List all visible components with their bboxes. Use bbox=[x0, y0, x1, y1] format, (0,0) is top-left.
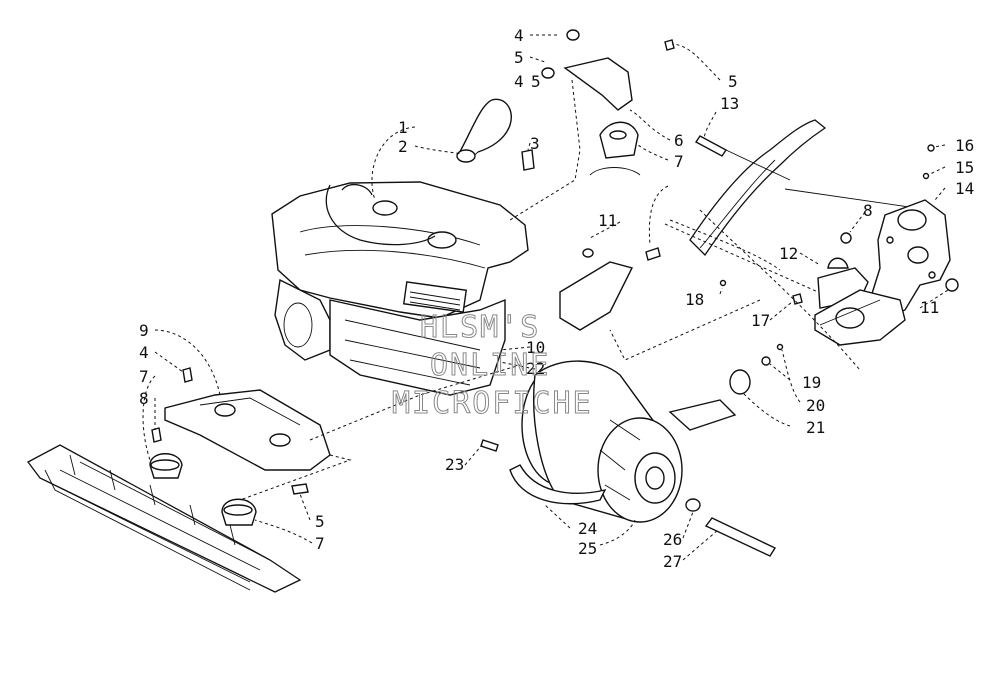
callout-label: 24 bbox=[578, 519, 597, 538]
engine-assembly bbox=[271, 181, 529, 396]
callout-label: 11 bbox=[598, 211, 617, 230]
frame-rail bbox=[27, 444, 302, 593]
nut-part bbox=[541, 67, 555, 79]
callout-label: 8 bbox=[863, 201, 873, 220]
callout-label: 7 bbox=[674, 152, 684, 171]
bolt-part bbox=[694, 135, 728, 157]
clip-part bbox=[521, 149, 535, 171]
rubber-mount bbox=[221, 498, 257, 526]
callout-label: 21 bbox=[806, 418, 825, 437]
callout-label: 5 bbox=[514, 48, 524, 67]
callout-label: 7 bbox=[139, 367, 149, 386]
bolt-part bbox=[151, 427, 162, 443]
watermark-line-1: HLSM'S bbox=[420, 310, 540, 345]
watermark-line-3: MICROFICHE bbox=[392, 386, 593, 421]
callout-label: 22 bbox=[526, 359, 545, 378]
callout-label: 18 bbox=[685, 290, 704, 309]
callout-label: 6 bbox=[674, 131, 684, 150]
bolt-part bbox=[291, 483, 309, 495]
callout-label: 27 bbox=[663, 552, 682, 571]
callout-label: 26 bbox=[663, 530, 682, 549]
callout-label: 4 bbox=[139, 343, 149, 362]
callout-label: 11 bbox=[920, 298, 939, 317]
callout-label: 10 bbox=[526, 338, 545, 357]
callout-label: 5 bbox=[315, 512, 325, 531]
leader-lines bbox=[142, 34, 949, 561]
callout-label: 8 bbox=[139, 389, 149, 408]
bolt-part bbox=[704, 517, 777, 557]
bolt-part bbox=[480, 439, 499, 452]
recoil-handle bbox=[456, 98, 512, 163]
nut-part bbox=[566, 29, 580, 41]
belt-guard-rail bbox=[689, 119, 827, 257]
callout-label: 2 bbox=[398, 137, 408, 156]
knob-part bbox=[729, 369, 751, 395]
bolt-part bbox=[664, 39, 675, 51]
callout-label: 23 bbox=[445, 455, 464, 474]
callout-label: 19 bbox=[802, 373, 821, 392]
lower-right-mount bbox=[814, 257, 906, 346]
left-mount-bracket bbox=[164, 389, 331, 471]
washer-part bbox=[776, 343, 784, 351]
callout-label: 17 bbox=[751, 311, 770, 330]
washer-part bbox=[685, 498, 701, 512]
callout-label: 20 bbox=[806, 396, 825, 415]
rubber-mount bbox=[149, 453, 183, 479]
callout-label: 16 bbox=[955, 136, 974, 155]
right-mount-plate bbox=[869, 199, 951, 321]
washer-part bbox=[761, 356, 771, 366]
bolt-part bbox=[182, 367, 193, 383]
callout-label: 4 bbox=[514, 72, 524, 91]
upper-mount-bracket bbox=[563, 57, 641, 176]
nut-part bbox=[582, 248, 594, 258]
watermark: HLSM'S ONLINE MICROFICHE bbox=[392, 310, 593, 422]
callout-label: 4 bbox=[514, 26, 524, 45]
drive-clutch bbox=[509, 360, 737, 523]
callout-label: 5 bbox=[531, 72, 541, 91]
callout-label: 5 bbox=[728, 72, 738, 91]
callout-label: 3 bbox=[530, 134, 540, 153]
callout-label: 15 bbox=[955, 158, 974, 177]
callout-label: 25 bbox=[578, 539, 597, 558]
callout-labels: 1 2 3 4 5 4 5 5 6 7 13 16 15 14 8 12 11 … bbox=[139, 26, 974, 571]
middle-mount-bracket bbox=[559, 261, 634, 331]
washer-part bbox=[927, 144, 935, 152]
callout-label: 14 bbox=[955, 179, 974, 198]
callout-label: 13 bbox=[720, 94, 739, 113]
watermark-line-2: ONLINE bbox=[430, 348, 550, 383]
callout-label: 12 bbox=[779, 244, 798, 263]
nut-part bbox=[945, 278, 959, 292]
washer-part bbox=[840, 232, 852, 244]
callout-label: 1 bbox=[398, 118, 408, 137]
washer-part bbox=[922, 172, 930, 180]
washer-part bbox=[719, 279, 727, 287]
callout-label: 7 bbox=[315, 534, 325, 553]
callout-label: 9 bbox=[139, 321, 149, 340]
bolt-part bbox=[645, 247, 661, 261]
